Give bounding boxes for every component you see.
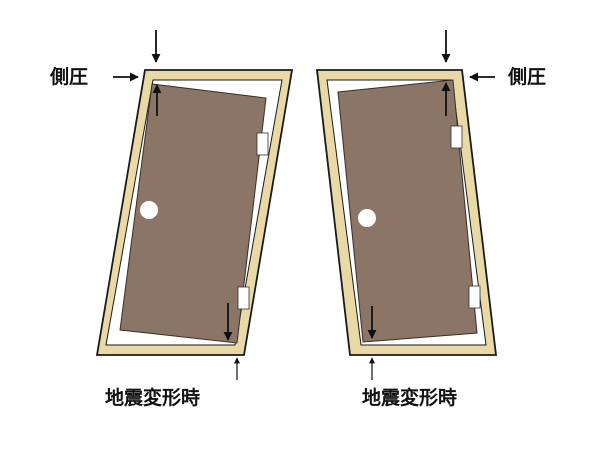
left-upper-hinge-icon (256, 132, 269, 156)
right-door-leaf (337, 79, 478, 343)
left-lower-hinge-icon (237, 286, 250, 310)
right-earthquake-label: 地震変形時 (362, 386, 457, 409)
right-lower-hinge-icon (468, 285, 481, 309)
left-door-assembly: 側圧 地震変形時 (49, 30, 294, 409)
left-door-leaf (119, 83, 267, 344)
right-door-assembly: 側圧 地震変形時 (315, 30, 546, 409)
left-door-knob-icon (140, 201, 158, 219)
left-earthquake-label: 地震変形時 (105, 386, 200, 409)
right-side-pressure-label: 側圧 (507, 66, 546, 88)
right-door-knob-icon (358, 209, 376, 227)
left-side-pressure-label: 側圧 (49, 66, 88, 88)
right-upper-hinge-icon (450, 125, 463, 149)
